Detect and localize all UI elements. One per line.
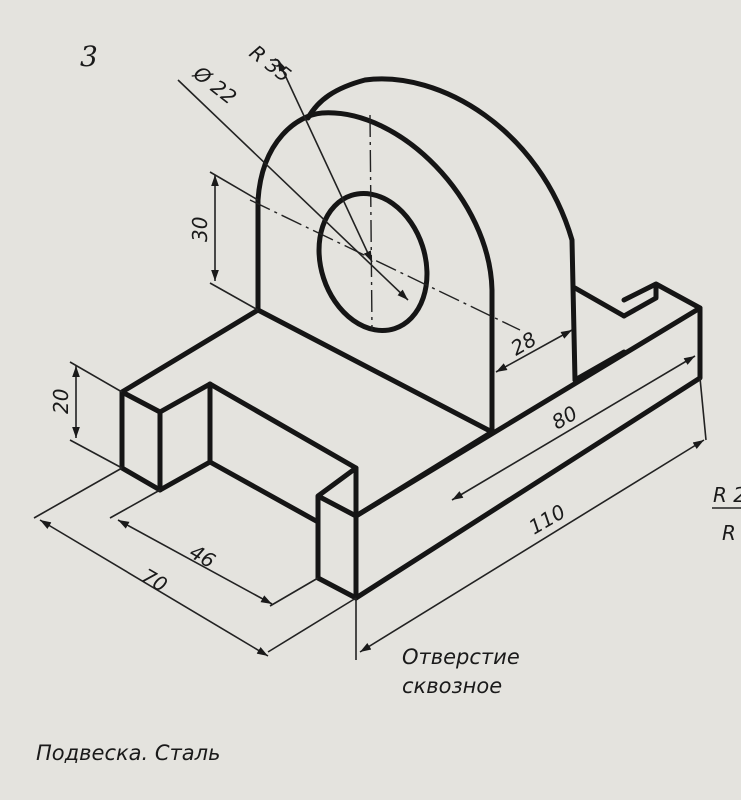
dim-wall-thickness-label: 28 xyxy=(507,327,541,361)
base-top-edge xyxy=(255,281,703,519)
dimension-lines xyxy=(33,59,707,660)
note-line-1: Отверстие xyxy=(402,645,520,669)
part-outline xyxy=(119,76,703,601)
cut-off-text-1: R 2 xyxy=(713,483,741,507)
dim-total-width-label: 70 xyxy=(138,564,172,598)
dim-slot-length-label: 80 xyxy=(548,401,582,435)
dim-total-length-label: 110 xyxy=(525,499,570,539)
upright-front-face xyxy=(255,110,495,435)
dim-slot-width-label: 46 xyxy=(186,540,220,574)
caption: Подвеска. Сталь xyxy=(36,741,220,765)
dim-base-height-label: 20 xyxy=(49,389,73,414)
base-slot xyxy=(157,381,359,525)
note-line-2: сквозное xyxy=(402,674,502,698)
right-boss xyxy=(315,465,359,601)
dim-hole-height-label: 30 xyxy=(188,217,212,242)
upright-top-arc xyxy=(305,76,578,383)
cut-off-text-2: R xyxy=(722,521,736,545)
figure-number: 3 xyxy=(80,40,98,73)
dim-hole-diameter-label: Ø 22 xyxy=(188,60,241,109)
through-hole xyxy=(316,191,430,333)
centre-lines xyxy=(249,114,521,331)
